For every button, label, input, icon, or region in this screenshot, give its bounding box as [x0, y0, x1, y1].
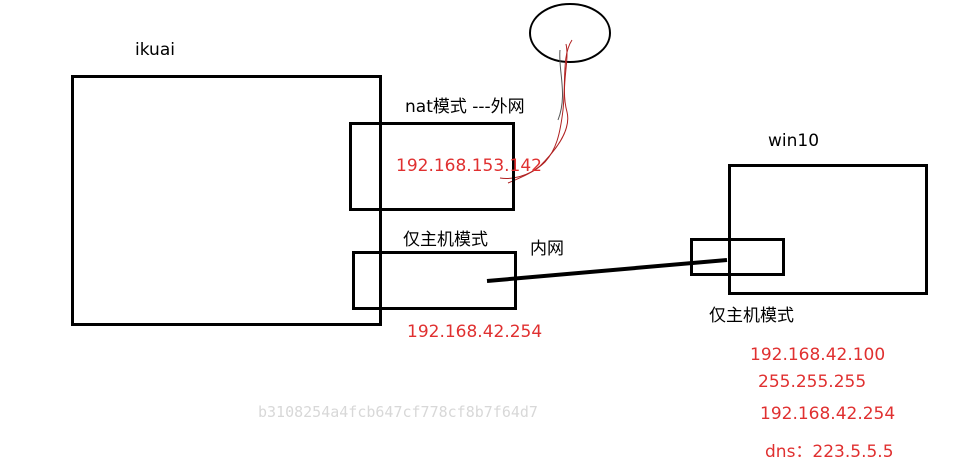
ikuai-label: ikuai	[135, 40, 175, 60]
ikuai-box	[71, 75, 382, 326]
win10-dns-address: dns：223.5.5.5	[765, 442, 894, 462]
nat-ip-address: 192.168.153.142	[396, 156, 543, 176]
nat-mode-label: nat模式 ---外网	[405, 97, 525, 117]
ikuai-host-only-ip-address: 192.168.42.254	[407, 322, 543, 342]
internet-ellipse	[529, 3, 611, 63]
nat-adapter-box	[349, 122, 515, 211]
internet-scribble-cable-2	[499, 43, 569, 179]
intranet-label: 内网	[530, 239, 564, 259]
win10-ip-address: 192.168.42.100	[750, 345, 886, 365]
watermark-text: b3108254a4fcb647cf778cf8b7f64d7	[258, 403, 538, 421]
win10-box	[728, 164, 928, 295]
intranet-link-line	[486, 258, 728, 283]
ikuai-host-only-adapter-box	[352, 251, 517, 310]
internet-scribble-cable-3	[557, 49, 564, 121]
win10-gateway-address: 192.168.42.254	[760, 404, 896, 424]
win10-host-only-label: 仅主机模式	[709, 306, 794, 326]
win10-host-only-adapter-box	[690, 238, 785, 276]
win10-label: win10	[768, 131, 820, 151]
win10-subnet-mask: 255.255.255	[758, 372, 867, 392]
ikuai-host-only-label: 仅主机模式	[403, 230, 488, 250]
